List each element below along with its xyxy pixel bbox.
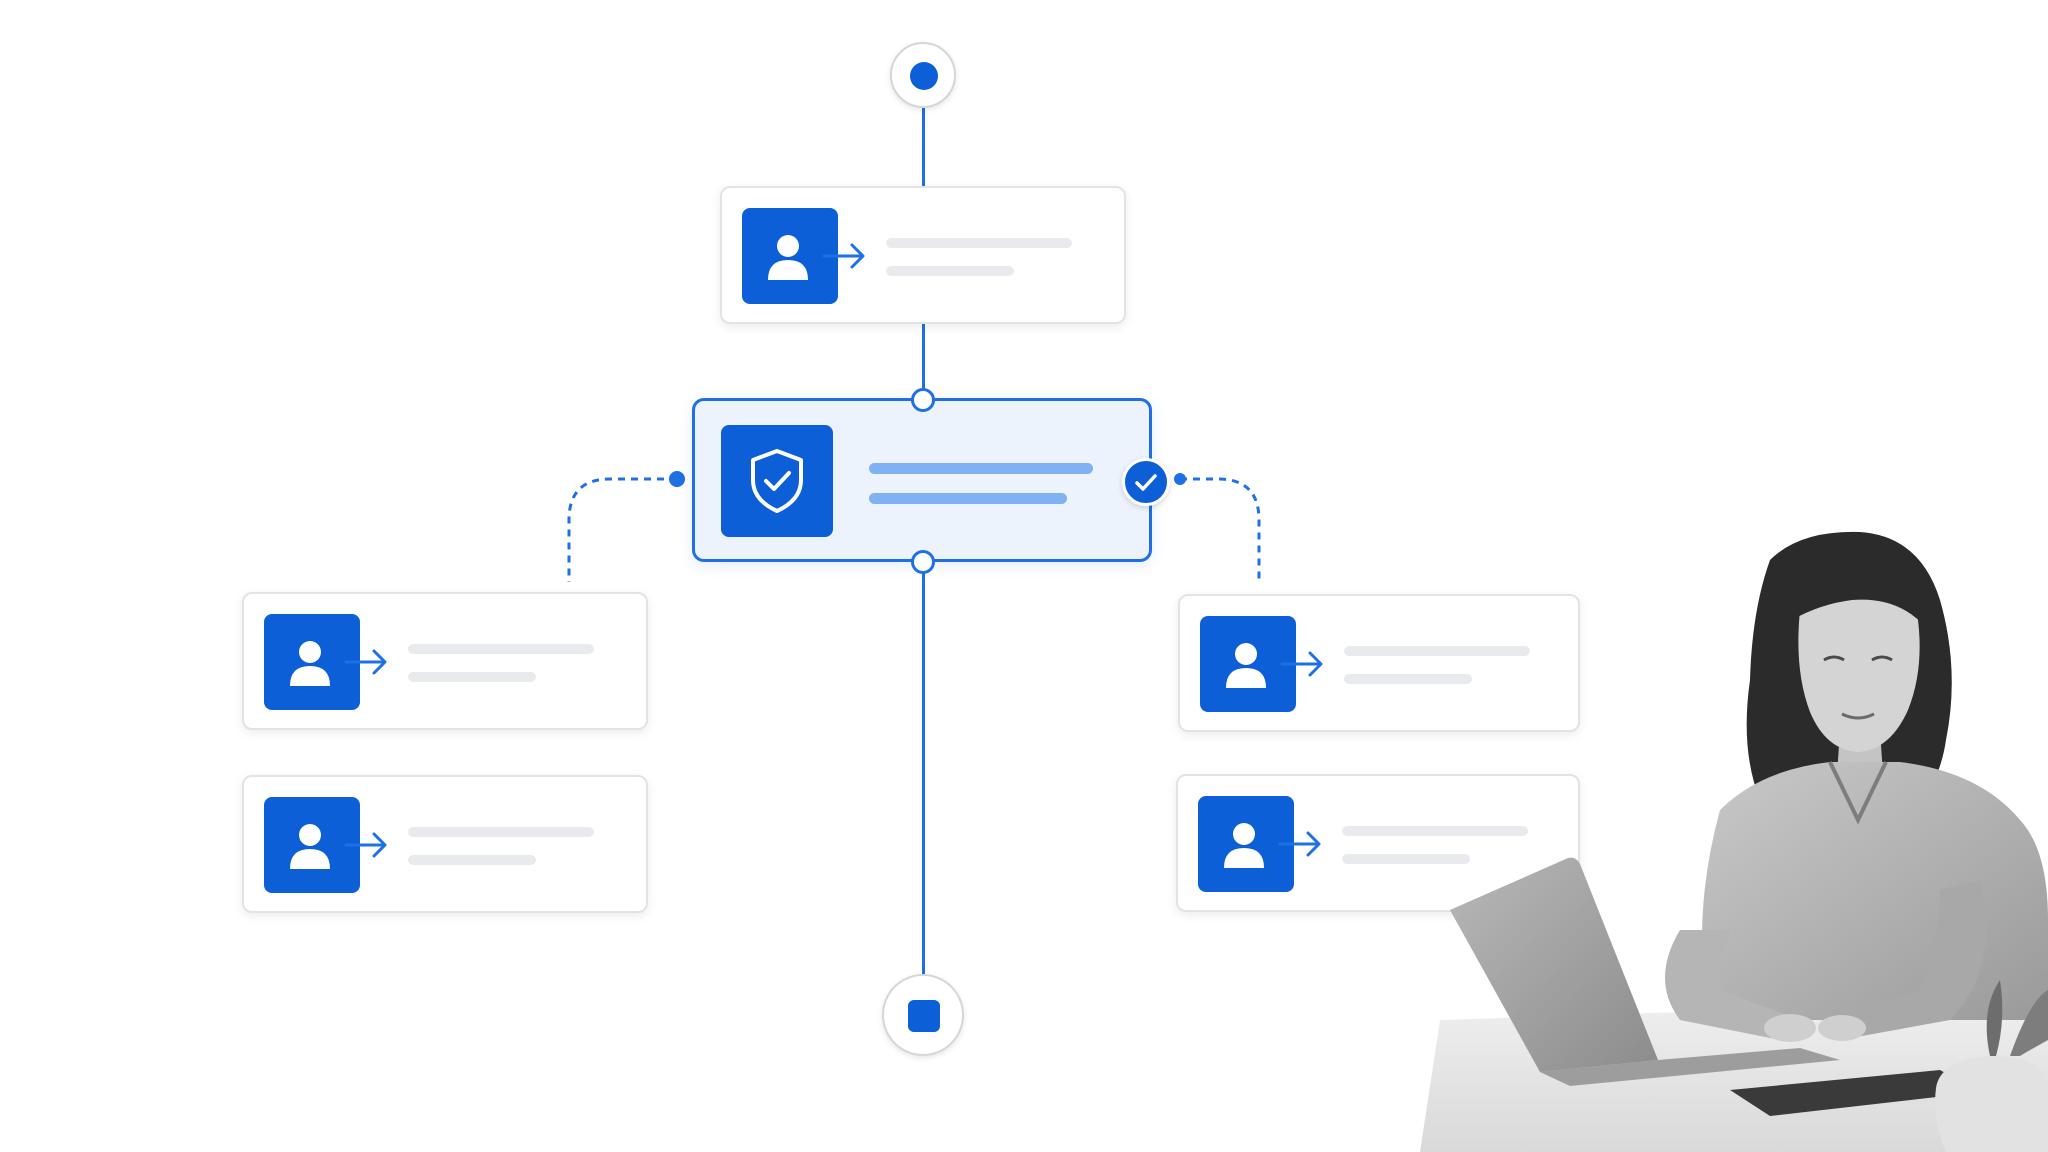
end-terminal[interactable] (882, 974, 964, 1056)
placeholder-line (1344, 646, 1530, 656)
placeholder-line (408, 672, 536, 682)
node-card-left-1[interactable] (242, 592, 648, 730)
connector-decision-to-end (922, 562, 925, 976)
placeholder-line (408, 827, 594, 837)
start-terminal[interactable] (890, 42, 956, 108)
arrow-right-icon (1280, 651, 1323, 677)
node-card-right-1[interactable] (1178, 594, 1580, 732)
node-card-left-2[interactable] (242, 775, 648, 913)
decision-input-port[interactable] (911, 388, 935, 412)
user-icon (264, 797, 360, 893)
arrow-right-icon (344, 649, 387, 675)
placeholder-line (408, 644, 594, 654)
shield-check-icon (721, 425, 833, 537)
placeholder-line (869, 463, 1093, 474)
check-icon (1122, 458, 1170, 506)
placeholder-line (886, 238, 1072, 248)
placeholder-line (1342, 854, 1470, 864)
placeholder-line (886, 266, 1014, 276)
arrow-right-icon (344, 832, 387, 858)
connector-start-to-top (922, 108, 925, 188)
decision-output-port[interactable] (911, 550, 935, 574)
placeholder-line (1344, 674, 1472, 684)
arrow-right-icon (1278, 831, 1321, 857)
placeholder-line (869, 493, 1067, 504)
decision-card[interactable] (692, 398, 1152, 562)
connector-top-to-decision (922, 322, 925, 400)
circle-dot-icon (910, 62, 938, 90)
user-icon (1198, 796, 1294, 892)
placeholder-line (1342, 826, 1528, 836)
person-at-laptop-photo (1420, 531, 2048, 1152)
user-icon (264, 614, 360, 710)
arrow-right-icon (822, 243, 865, 269)
square-stop-icon (908, 1000, 940, 1032)
node-card-top[interactable] (720, 186, 1126, 324)
user-icon (742, 208, 838, 304)
placeholder-line (408, 855, 536, 865)
user-icon (1200, 616, 1296, 712)
